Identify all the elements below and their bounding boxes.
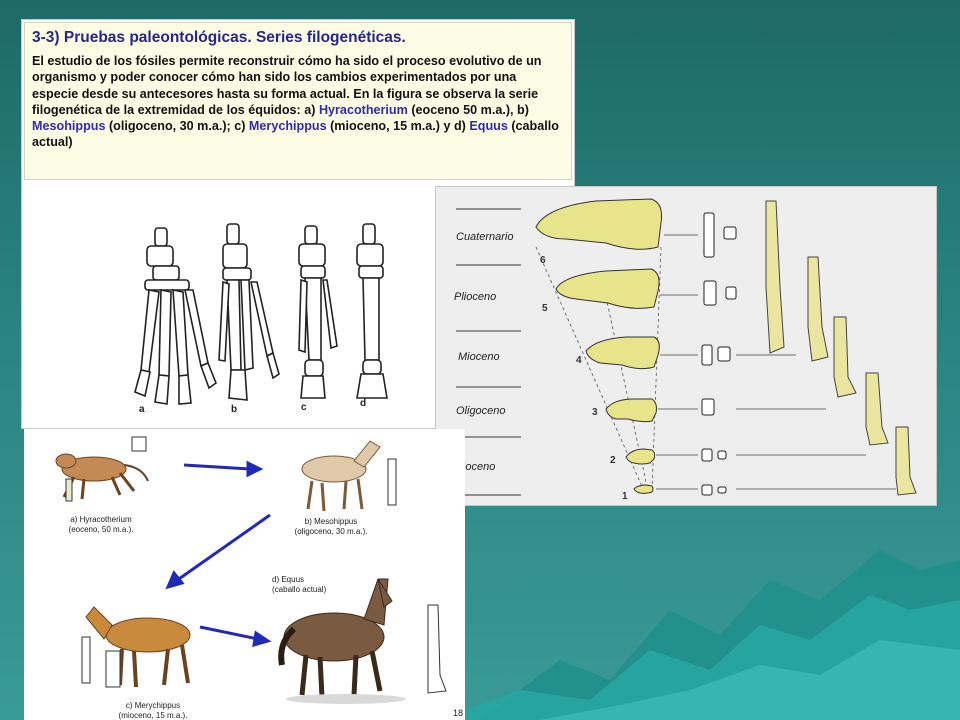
limb-letter-d: d (360, 398, 366, 409)
limb-c-illustration (298, 225, 338, 399)
limb-d-illustration (356, 223, 388, 399)
limb-bones-figure: a b c d (134, 223, 388, 415)
species-hyracotherium: Hyracotherium (318, 102, 408, 117)
era-label-cuaternario: Cuaternario (456, 231, 514, 243)
species-merychippus: Merychippus (248, 119, 327, 134)
caption-hyracotherium: a) Hyracotherium (eoceno, 50 m.a.). (68, 515, 134, 534)
era-label-mioceno: Mioceno (458, 351, 500, 363)
species-equus: Equus (469, 119, 508, 134)
limb-letter-b: b (231, 404, 237, 415)
para-text: El estudio de los fósiles permite recons… (32, 54, 542, 117)
limb-letter-c: c (301, 402, 307, 413)
foot-bone-3 (865, 372, 889, 446)
skull-6 (535, 198, 662, 250)
species-mesohippus: Mesohippus (32, 119, 106, 134)
equus-illustration (278, 578, 447, 704)
series-number-1: 1 (622, 491, 628, 502)
caption-equus: d) Equus (caballo actual) (272, 575, 327, 594)
skull-5 (555, 268, 660, 309)
foot-bone-5 (807, 256, 829, 362)
era-label-eoceno: Eoceno (458, 461, 496, 473)
series-number-3: 3 (592, 407, 598, 418)
limb-letter-a: a (139, 404, 145, 415)
text-card: 3-3) Pruebas paleontológicas. Series fil… (21, 19, 575, 429)
skull-series-panel: Cuaternario Plioceno Mioceno Oligoceno E… (435, 186, 937, 506)
skull-3 (605, 398, 657, 423)
series-number-6: 6 (540, 255, 546, 266)
era-label-oligoceno: Oligoceno (456, 405, 506, 417)
slide-title: 3-3) Pruebas paleontológicas. Series fil… (32, 29, 406, 46)
series-number-4: 4 (576, 355, 582, 366)
body-paragraph: El estudio de los fósiles permite recons… (32, 53, 564, 151)
para-text: (eoceno 50 m.a.), b) (407, 102, 529, 117)
evolution-panel: a) Hyracotherium (eoceno, 50 m.a.). b) M… (24, 429, 465, 720)
skull-series-drawing: 6 5 4 3 2 1 (456, 198, 917, 502)
page-number: 18 (452, 708, 463, 718)
limb-a-illustration (134, 227, 217, 405)
skull-1 (633, 484, 654, 494)
caption-mesohippus: b) Mesohippus (oligoceno, 30 m.a.). (294, 517, 368, 536)
foot-bone-2 (895, 426, 917, 496)
foot-bone-6 (765, 200, 785, 354)
limb-b-illustration (218, 223, 280, 401)
skull-4 (585, 336, 660, 370)
text-header: 3-3) Pruebas paleontológicas. Series fil… (24, 22, 572, 180)
era-label-plioceno: Plioceno (454, 291, 497, 303)
skull-2 (625, 448, 656, 465)
mountain-decoration (440, 550, 960, 720)
caption-merychippus: c) Merychippus (mioceno, 15 m.a.). (118, 701, 188, 720)
series-number-2: 2 (610, 455, 616, 466)
para-text: (oligoceno, 30 m.a.); c) (105, 119, 249, 134)
evolution-illustration (55, 436, 447, 704)
series-number-5: 5 (542, 303, 548, 314)
mesohippus-illustration (301, 440, 397, 512)
merychippus-illustration (81, 606, 191, 688)
hyracotherium-illustration (55, 436, 149, 502)
para-text: (caballo actual) (32, 119, 559, 150)
para-text: (mioceno, 15 m.a.) y d) (326, 119, 470, 134)
foot-bone-4 (833, 316, 857, 398)
